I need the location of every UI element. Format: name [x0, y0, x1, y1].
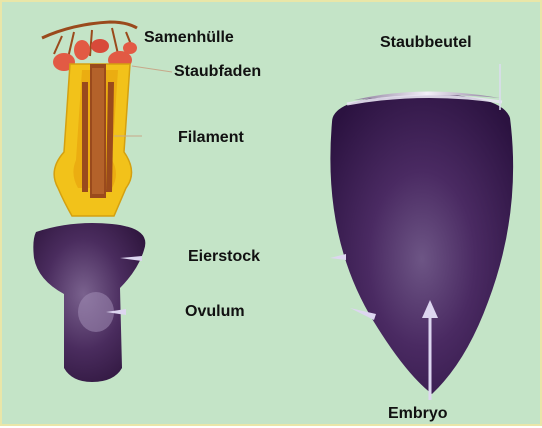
label-eierstock: Eierstock	[188, 249, 260, 265]
label-staubfaden: Staubfaden	[174, 64, 261, 80]
seed-side-pointer	[330, 254, 346, 260]
pistil-figure	[33, 22, 172, 382]
label-filament: Filament	[178, 130, 244, 146]
label-staubbeutel: Staubbeutel	[380, 35, 472, 51]
label-samenhuelle: Samenhülle	[144, 30, 234, 46]
seed-body	[330, 94, 513, 394]
label-ovulum: Ovulum	[185, 304, 245, 320]
seed-figure	[330, 64, 513, 400]
label-embryo: Embryo	[388, 406, 448, 422]
